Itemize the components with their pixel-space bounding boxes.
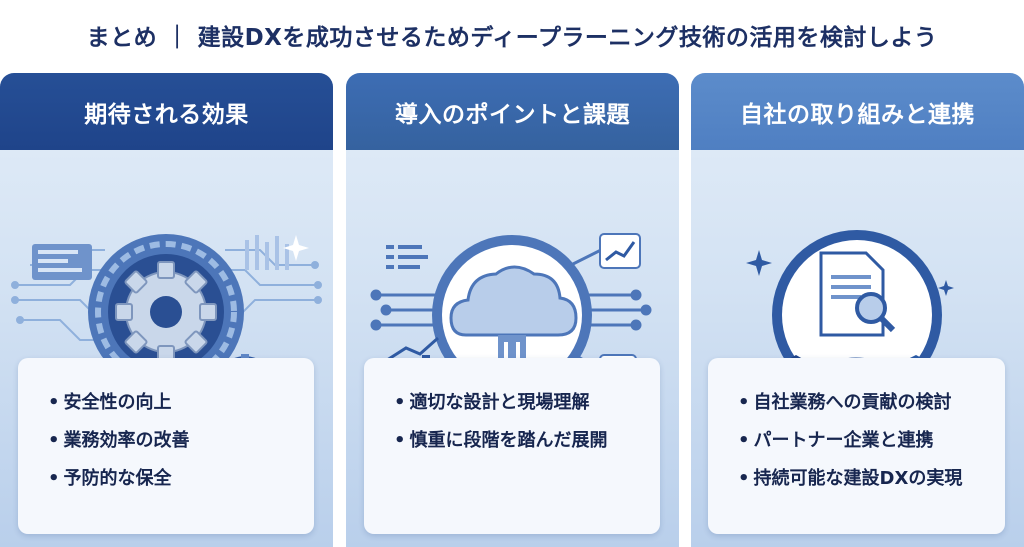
circuit-lines-icon [370, 248, 652, 372]
bullet-item: 慎重に段階を踏んだ展開 [394, 422, 660, 460]
card-heading: 導入のポイントと課題 [346, 73, 679, 150]
page-title: まとめ ｜ 建設DXを成功させるためディープラーニング技術の活用を検討しよう [86, 25, 938, 51]
bullet-item: 適切な設計と現場理解 [394, 384, 660, 422]
binary-code-icon [32, 235, 289, 389]
circuit-lines-icon [11, 249, 322, 341]
document-search-icon [819, 251, 896, 337]
line-chart-icon [599, 233, 641, 269]
bullet-item: 業務効率の改善 [48, 422, 314, 460]
challenges-points-box: 適切な設計と現場理解 慎重に段階を踏んだ展開 [364, 358, 660, 534]
effects-points-box: 安全性の向上 業務効率の改善 予防的な保全 [18, 358, 314, 534]
bullet-item: 安全性の向上 [48, 384, 314, 422]
card-heading: 自社の取り組みと連携 [691, 73, 1024, 150]
card-heading: 期待される効果 [0, 73, 333, 150]
bullet-item: 自社業務への貢献の検討 [738, 384, 1005, 422]
card-own-efforts-and-partnership: 自社の取り組みと連携 自社 [691, 73, 1024, 547]
card-points-and-challenges: 導入のポイントと課題 [346, 73, 679, 547]
bullet-item: 持続可能な建設DXの実現 [738, 460, 1005, 498]
card-expected-effects: 期待される効果 [0, 73, 333, 547]
bullet-item: パートナー企業と連携 [738, 422, 1005, 460]
partnership-points-box: 自社業務への貢献の検討 パートナー企業と連携 持続可能な建設DXの実現 [708, 358, 1005, 534]
bullet-item: 予防的な保全 [48, 460, 314, 498]
list-icon [386, 245, 428, 269]
effects-illustration [0, 150, 333, 430]
gear-icon [88, 234, 244, 390]
